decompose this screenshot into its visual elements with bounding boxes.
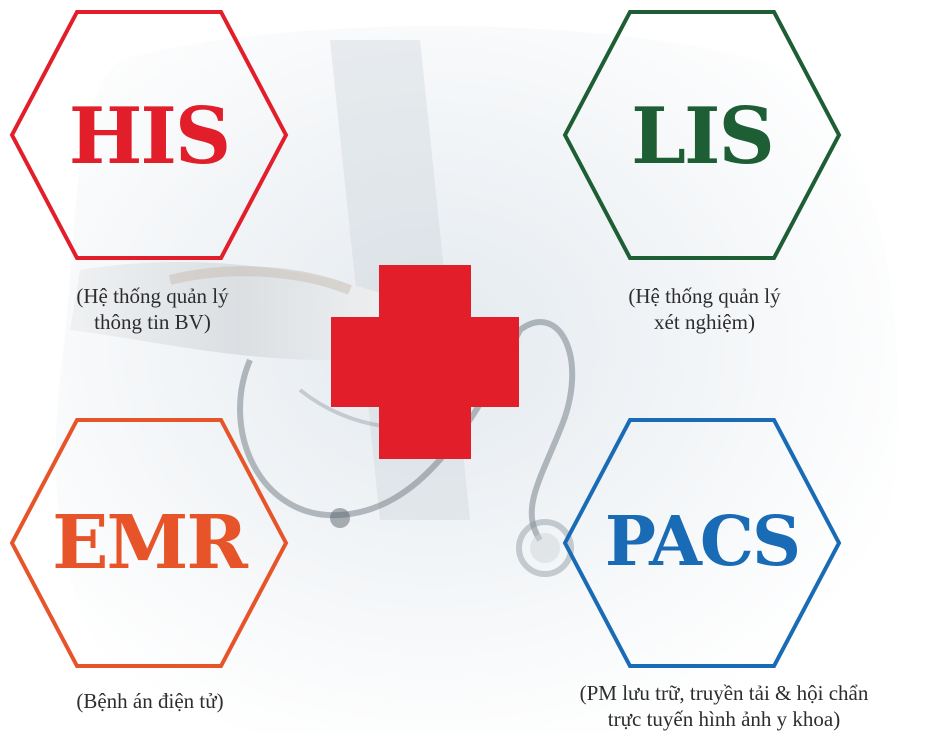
- pacs-caption: (PM lưu trữ, truyền tải & hội chẩn trực …: [579, 681, 869, 731]
- his-hexagon-icon: [9, 10, 289, 260]
- lis-caption: (Hệ thống quản lý xét nghiệm): [628, 284, 781, 334]
- medical-cross-icon: [331, 265, 519, 459]
- his-module: HIS: [9, 10, 289, 260]
- emr-hexagon-icon: [9, 418, 289, 668]
- pacs-title: PACS: [604, 502, 801, 582]
- lis-title: LIS: [631, 91, 775, 182]
- lis-hexagon-icon: [562, 10, 842, 260]
- pacs-module: PACS: [562, 418, 842, 668]
- emr-caption: (Bệnh án điện tử): [76, 689, 224, 713]
- his-caption: (Hệ thống quản lý thông tin BV): [76, 284, 229, 334]
- emr-module: EMR: [9, 418, 289, 668]
- emr-title: EMR: [52, 500, 248, 586]
- pacs-hexagon-icon: [562, 418, 842, 668]
- his-title: HIS: [68, 91, 232, 182]
- lis-module: LIS: [562, 10, 842, 260]
